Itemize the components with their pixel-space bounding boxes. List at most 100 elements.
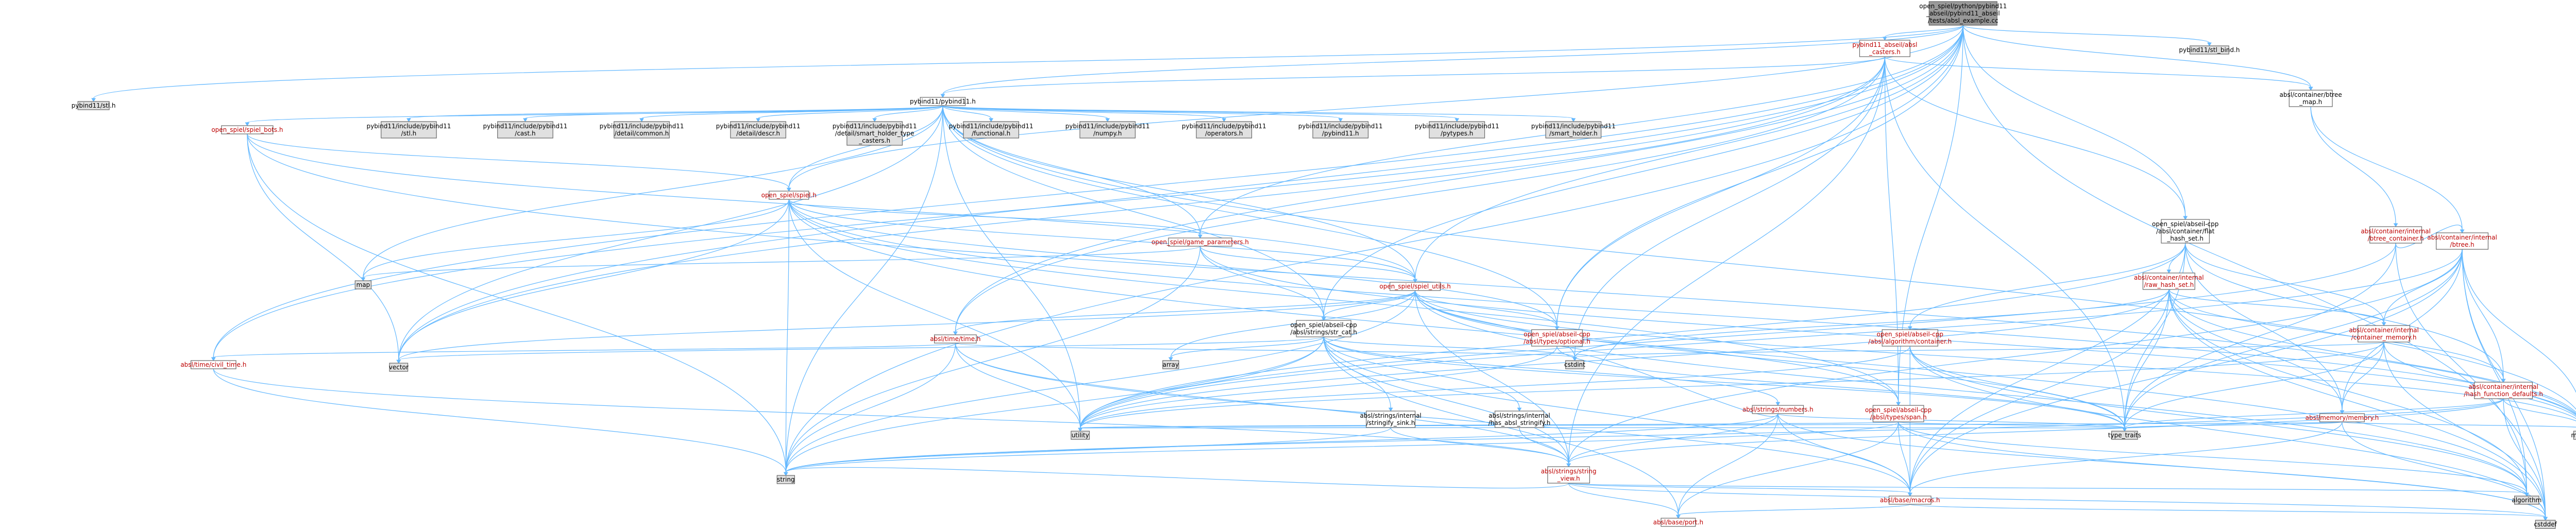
node-string_view[interactable]: absl/strings/string_view.h [1541, 466, 1597, 484]
node-box [1859, 40, 1910, 57]
edge-str_cat-to-array [1168, 336, 1324, 361]
node-optional[interactable]: open_spiel/abseil-cpp/absl/types/optiona… [1523, 329, 1590, 347]
node-inc_operators[interactable]: pybind11/include/pybind11/operators.h [1182, 121, 1266, 139]
node-label-line: /operators.h [1205, 130, 1243, 137]
node-label-line: absl/time/civil_time.h [180, 361, 246, 368]
node-inc_cast[interactable]: pybind11/include/pybind11/cast.h [483, 121, 568, 139]
node-box [381, 121, 437, 139]
edge-hash_function_defaults-to-type_traits [2122, 398, 2504, 432]
node-btree[interactable]: absl/container/internal/btree.h [2427, 232, 2497, 250]
node-algorithm_container[interactable]: open_spiel/abseil-cpp/absl/algorithm/con… [1868, 329, 1952, 347]
node-label-line: open_spiel/spiel.h [761, 192, 817, 199]
node-map[interactable]: map [354, 280, 372, 289]
node-type_traits[interactable]: type_traits [2108, 431, 2141, 440]
edge-spiel_bots-to-vector [247, 133, 401, 364]
node-box [1366, 411, 1416, 428]
node-cstddef[interactable]: cstddef [2534, 520, 2557, 529]
node-pb_abseil_casters[interactable]: pybind11_abseil/absl_casters.h [1852, 40, 1917, 57]
edge-numbers-to-string_view [1566, 413, 1778, 467]
node-inc_smart_caster[interactable]: pybind11/include/pybind11/detail/smart_h… [833, 121, 917, 146]
node-label-line: pybind11/stl_bind.h [2179, 46, 2240, 54]
node-time[interactable]: absl/time/time.h [930, 334, 981, 344]
node-utility[interactable]: utility [1071, 431, 1090, 440]
node-inc_pytypes[interactable]: pybind11/include/pybind11/pytypes.h [1415, 121, 1499, 139]
node-cstdint[interactable]: cstdint [1564, 360, 1585, 369]
edge-pb_pybind11-to-inc_smart_holder [942, 105, 1576, 122]
node-inc_detail_descr[interactable]: pybind11/include/pybind11/detail/descr.h [716, 121, 801, 139]
node-stringify_sink[interactable]: absl/strings/internal/stringify_sink.h [1360, 411, 1421, 428]
node-flat_hash_set[interactable]: open_spiel/abseil-cpp/absl/container/fla… [2152, 219, 2218, 244]
node-label-line: vector [389, 364, 409, 371]
node-spiel[interactable]: open_spiel/spiel.h [761, 191, 817, 200]
node-memory_h[interactable]: absl/memory/memory.h [2306, 413, 2379, 422]
node-pb_pybind11[interactable]: pybind11/pybind11.h [910, 97, 976, 106]
node-pb_stl_bind[interactable]: pybind11/stl_bind.h [2179, 45, 2240, 55]
node-numbers[interactable]: absl/strings/numbers.h [1742, 405, 1814, 414]
node-inc_stl[interactable]: pybind11/include/pybind11/stl.h [366, 121, 451, 139]
node-label-line: _casters.h [858, 137, 890, 144]
node-label-line: pybind11/include/pybind11 [716, 123, 801, 130]
node-label-line: open_spiel/python/pybind11 [1919, 3, 2007, 10]
node-spiel_bots[interactable]: open_spiel/spiel_bots.h [211, 125, 283, 134]
node-label-line: /container_memory.h [2351, 334, 2417, 341]
node-label-line: /has_absl_stringify.h [1488, 419, 1550, 426]
edge-numbers-to-macros [1777, 413, 1912, 497]
node-pb_stl[interactable]: pybind11/stl.h [72, 101, 116, 110]
edge-pb_pybind11-to-inc_pybind11 [942, 105, 1343, 122]
node-civil_time[interactable]: absl/time/civil_time.h [180, 360, 246, 369]
node-span[interactable]: open_spiel/abseil-cpp/absl/types/span.h [1865, 405, 1931, 422]
node-spiel_utils[interactable]: open_spiel/spiel_utils.h [1380, 282, 1451, 291]
node-box [1312, 121, 1369, 139]
node-label-line: /absl/algorithm/container.h [1868, 338, 1952, 345]
node-has_absl_stringify[interactable]: absl/strings/internal/has_absl_stringify… [1488, 411, 1550, 428]
edge-raw_hash_set-to-container_memory [2168, 289, 2386, 326]
node-inc_pybind11[interactable]: pybind11/include/pybind11/pybind11.h [1298, 121, 1383, 139]
edge-civil_time-to-string [213, 368, 788, 476]
node-algorithm[interactable]: algorithm [2512, 496, 2541, 505]
edge-pb_abseil_casters-to-btree_map [1884, 56, 2313, 91]
node-box [1168, 237, 1232, 247]
edge-container_memory-to-cstddef [2383, 342, 2548, 521]
node-label-line: absl/strings/string [1541, 468, 1597, 475]
node-string[interactable]: string [776, 475, 795, 484]
node-inc_functional[interactable]: pybind11/include/pybind11/functional.h [949, 121, 1033, 139]
node-box [1296, 320, 1351, 337]
node-btree_map[interactable]: absl/container/btree_map.h [2280, 90, 2342, 107]
node-label-line: /stringify_sink.h [1366, 419, 1415, 426]
node-array[interactable]: array [1162, 360, 1179, 369]
node-port[interactable]: absl/base/port.h [1653, 518, 1703, 527]
node-memory[interactable]: memory [2571, 431, 2576, 440]
node-box [1547, 466, 1590, 484]
edge-pb_abseil_casters-to-time [953, 56, 1885, 335]
node-str_cat[interactable]: open_spiel/abseil-cpp/absl/strings/str_c… [1291, 320, 1357, 337]
node-box [497, 121, 553, 139]
node-box [389, 363, 409, 372]
edge-algorithm_container-to-type_traits [1909, 346, 2127, 432]
node-hash_function_defaults[interactable]: absl/container/internal/hash_function_de… [2464, 382, 2543, 399]
node-label-line: /functional.h [972, 130, 1010, 137]
edge-raw_hash_set-to-memory_h [2168, 289, 2345, 414]
node-inc_smart_holder[interactable]: pybind11/include/pybind11/smart_holder.h [1531, 121, 1616, 139]
node-macros[interactable]: absl/base/macros.h [1880, 496, 1940, 505]
node-inc_detail_common[interactable]: pybind11/include/pybind11/detail/common.… [600, 121, 684, 139]
edge-pb_pybind11-to-inc_operators [942, 105, 1227, 122]
node-label-line: open_spiel/abseil-cpp [1291, 321, 1357, 329]
node-label-line: /hash_function_defaults.h [2464, 390, 2543, 398]
node-raw_hash_set[interactable]: absl/container/internal/raw_hash_set.h [2134, 272, 2204, 290]
node-game_parameters[interactable]: open_spiel/game_parameters.h [1151, 237, 1249, 247]
node-label-line: array [1163, 361, 1179, 368]
edge-root-to-pb_abseil_casters [1883, 25, 1963, 41]
node-btree_container[interactable]: absl/container/internal/btree_container.… [2361, 226, 2431, 244]
node-container_memory[interactable]: absl/container/internal/container_memory… [2349, 325, 2419, 343]
node-box [2436, 232, 2489, 250]
node-inc_numpy[interactable]: pybind11/include/pybind11/numpy.h [1065, 121, 1150, 139]
edge-spiel-to-game_parameters [788, 199, 1202, 238]
node-label-line: type_traits [2108, 432, 2141, 439]
edge-pb_abseil_casters-to-civil_time [211, 56, 1885, 361]
nodes-layer: open_spiel/python/pybind11_abseil/pybind… [72, 1, 2576, 529]
node-box [1888, 496, 1931, 505]
edge-btree_container-to-algorithm [2395, 243, 2529, 497]
edge-spiel_utils-to-memory [1415, 290, 2576, 419]
node-vector[interactable]: vector [389, 363, 409, 372]
